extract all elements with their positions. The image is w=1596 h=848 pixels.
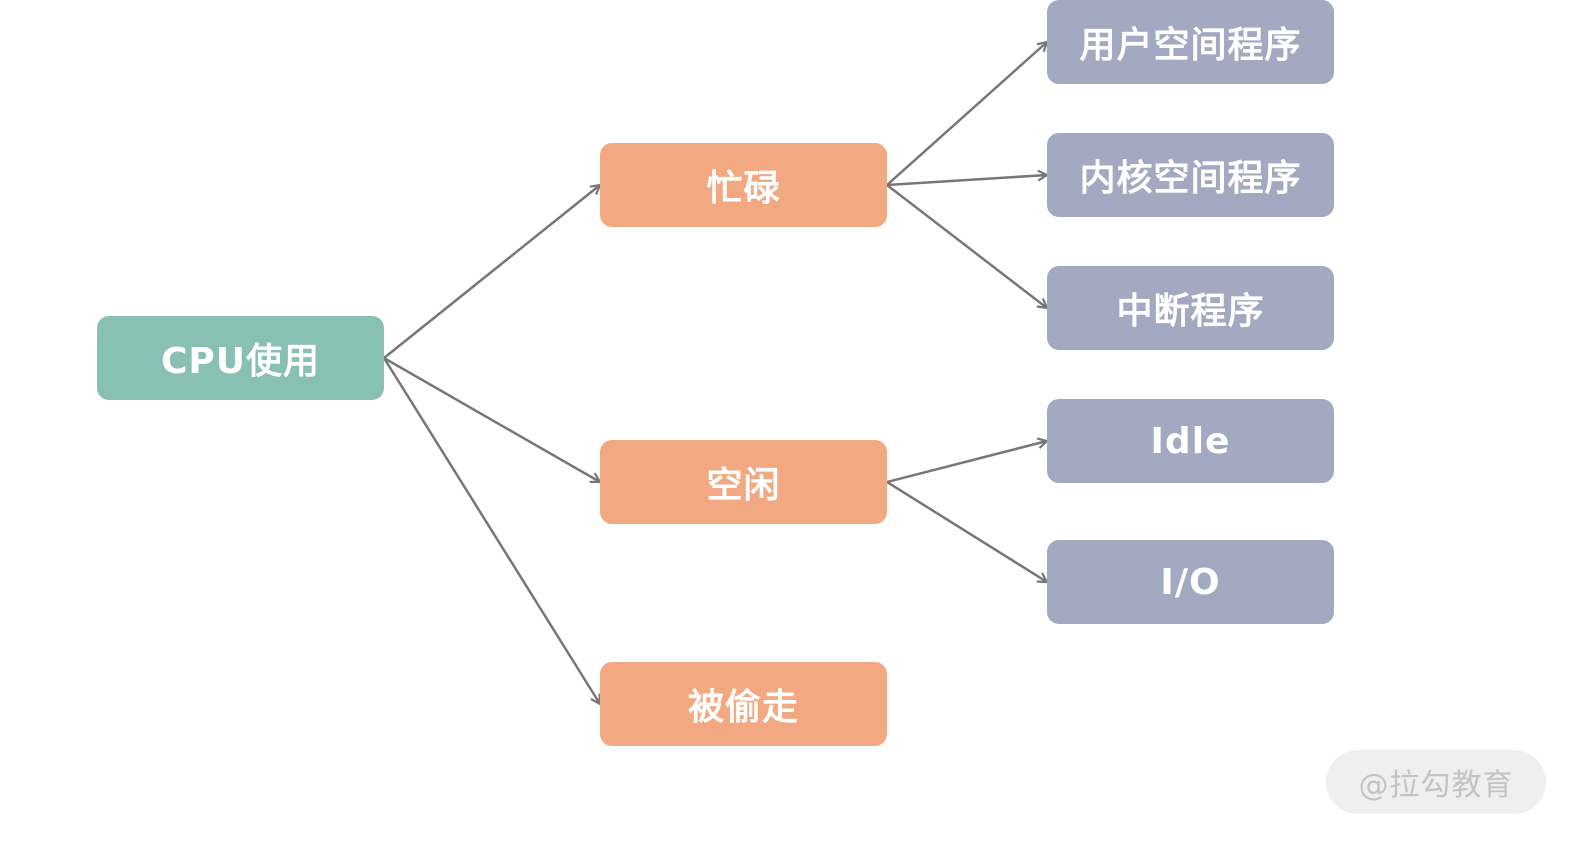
node-user-space-program: 用户空间程序 xyxy=(1047,0,1334,84)
watermark: @拉勾教育 xyxy=(1326,750,1546,814)
node-label: CPU使用 xyxy=(160,341,321,382)
node-label: 忙碌 xyxy=(706,168,781,209)
node-label: I/O xyxy=(1160,561,1221,603)
node-kernel-space-program: 内核空间程序 xyxy=(1047,133,1334,217)
arrow-busy-to-kernel_space xyxy=(886,175,1047,187)
node-label: 被偷走 xyxy=(687,687,799,728)
node-idle-leaf: Idle xyxy=(1047,399,1334,483)
node-label: Idle xyxy=(1150,420,1231,462)
node-io-leaf: I/O xyxy=(1047,540,1334,624)
arrow-idle-to-io_leaf xyxy=(886,480,1047,582)
watermark-text: @拉勾教育 xyxy=(1358,768,1514,803)
node-label: 空闲 xyxy=(706,465,781,506)
arrow-busy-to-interrupt xyxy=(886,184,1047,308)
node-label: 中断程序 xyxy=(1116,291,1265,332)
arrow-root-to-idle xyxy=(383,356,600,482)
node-interrupt-program: 中断程序 xyxy=(1047,266,1334,350)
node-cpu-usage: CPU使用 xyxy=(97,316,384,400)
node-label: 内核空间程序 xyxy=(1079,158,1302,199)
arrow-root-to-busy xyxy=(383,185,600,359)
node-label: 用户空间程序 xyxy=(1079,25,1302,66)
node-idle: 空闲 xyxy=(600,440,887,524)
node-stolen: 被偷走 xyxy=(600,662,887,746)
arrow-busy-to-user_space xyxy=(886,42,1047,186)
node-busy: 忙碌 xyxy=(600,143,887,227)
arrow-root-to-stolen xyxy=(382,357,600,704)
arrow-idle-to-idle_leaf xyxy=(886,441,1047,484)
